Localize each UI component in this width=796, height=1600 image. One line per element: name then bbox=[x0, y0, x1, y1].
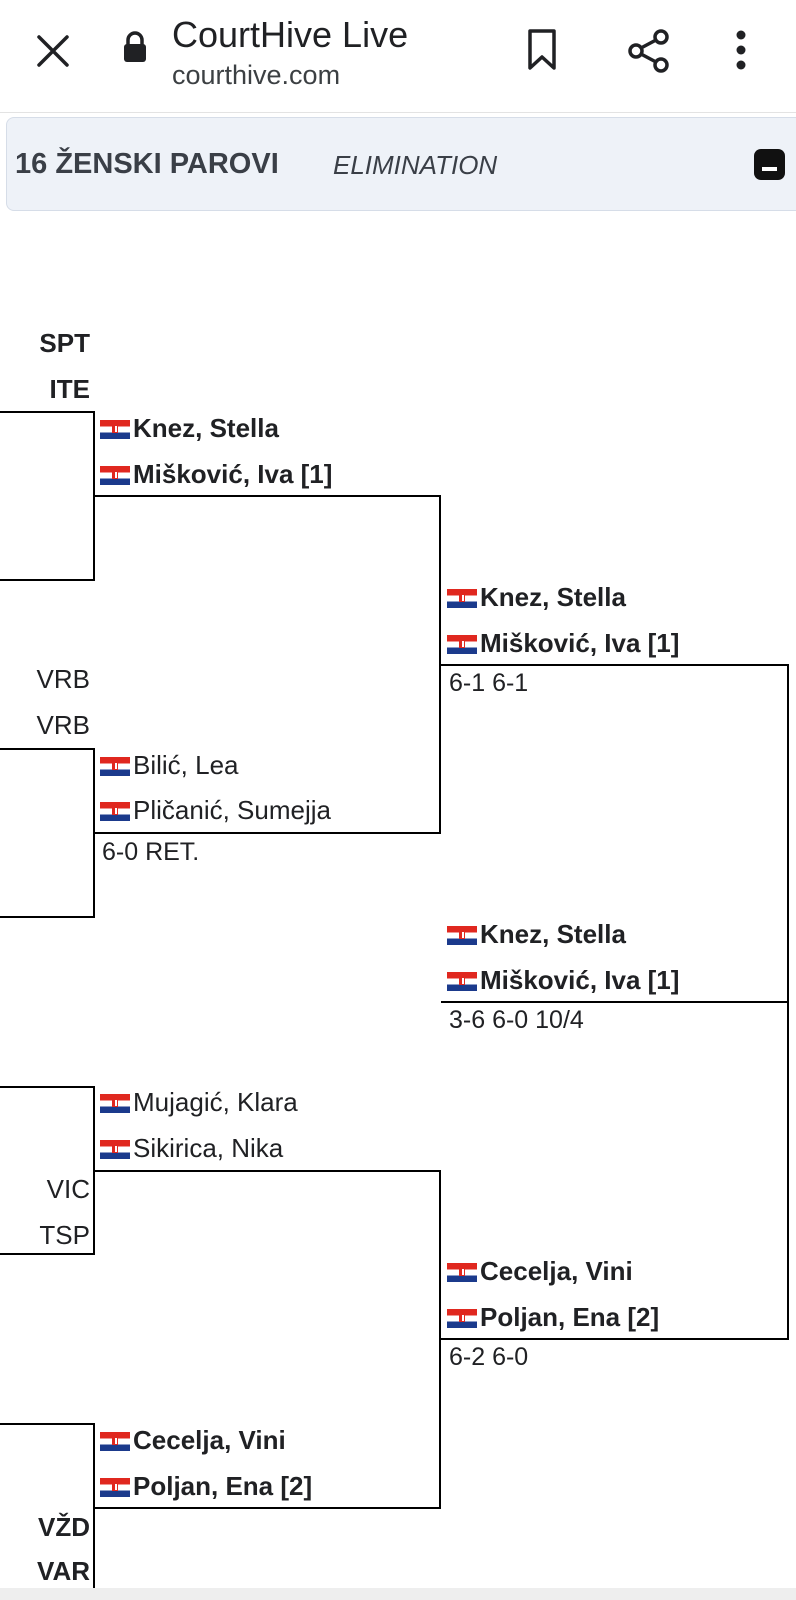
bracket-line bbox=[439, 1170, 441, 1509]
croatia-flag-icon bbox=[447, 926, 477, 945]
player-name: Mišković, Iva [1] bbox=[480, 965, 680, 995]
bracket-line bbox=[441, 1001, 789, 1003]
croatia-flag-icon bbox=[100, 1478, 130, 1497]
croatia-flag-icon bbox=[100, 802, 130, 821]
croatia-flag-icon bbox=[100, 757, 130, 776]
player-name: Knez, Stella bbox=[480, 582, 626, 612]
player-entry[interactable]: Mišković, Iva [1] bbox=[447, 628, 679, 658]
club-code: VŽD bbox=[38, 1512, 90, 1542]
player-entry[interactable]: Bilić, Lea bbox=[100, 750, 239, 780]
player-name: Mujagić, Klara bbox=[133, 1087, 298, 1117]
club-code: SPT bbox=[39, 328, 90, 358]
bracket-line bbox=[93, 832, 441, 834]
croatia-flag-icon bbox=[100, 1140, 130, 1159]
player-entry[interactable]: Knez, Stella bbox=[447, 582, 626, 612]
event-type: ELIMINATION bbox=[333, 150, 498, 180]
player-name: Knez, Stella bbox=[480, 919, 626, 949]
player-name: Sikirica, Nika bbox=[133, 1133, 284, 1163]
bracket-line bbox=[441, 664, 789, 666]
bracket-line bbox=[0, 1253, 95, 1255]
more-vertical-icon[interactable] bbox=[734, 30, 748, 70]
club-code: VAR bbox=[37, 1556, 90, 1586]
croatia-flag-icon bbox=[447, 972, 477, 991]
minimize-button[interactable] bbox=[754, 149, 785, 180]
bracket-line bbox=[0, 411, 95, 413]
bracket-line bbox=[441, 1338, 789, 1340]
bracket-line bbox=[439, 495, 441, 834]
page-title: CourtHive Live bbox=[172, 14, 409, 55]
croatia-flag-icon bbox=[100, 1094, 130, 1113]
player-name: Cecelja, Vini bbox=[480, 1256, 633, 1286]
bracket-line bbox=[0, 748, 95, 750]
match-score: 3-6 6-0 10/4 bbox=[449, 1006, 584, 1034]
player-entry[interactable]: Poljan, Ena [2] bbox=[447, 1302, 659, 1332]
match-score: 6-1 6-1 bbox=[449, 669, 529, 697]
croatia-flag-icon bbox=[447, 1309, 477, 1328]
browser-toolbar: CourtHive Live courthive.com bbox=[0, 0, 796, 113]
club-code: VIC bbox=[46, 1174, 90, 1204]
player-entry[interactable]: Knez, Stella bbox=[100, 413, 279, 443]
close-icon[interactable] bbox=[36, 34, 70, 68]
player-name: Cecelja, Vini bbox=[133, 1425, 286, 1455]
bracket-line bbox=[0, 1086, 95, 1088]
club-code: VRB bbox=[36, 664, 90, 694]
player-entry[interactable]: Knez, Stella bbox=[447, 919, 626, 949]
player-entry[interactable]: Mišković, Iva [1] bbox=[100, 459, 332, 489]
player-name: Pličanić, Sumejja bbox=[133, 795, 331, 825]
player-entry[interactable]: Cecelja, Vini bbox=[447, 1256, 633, 1286]
club-code: VRB bbox=[36, 710, 90, 740]
bracket-line bbox=[0, 579, 95, 581]
croatia-flag-icon bbox=[447, 1263, 477, 1282]
bracket-line bbox=[93, 495, 441, 497]
match-score: 6-0 RET. bbox=[102, 838, 200, 866]
club-code: TSP bbox=[39, 1220, 90, 1250]
player-entry[interactable]: Poljan, Ena [2] bbox=[100, 1471, 312, 1501]
croatia-flag-icon bbox=[447, 635, 477, 654]
player-entry[interactable]: Pličanić, Sumejja bbox=[100, 795, 331, 825]
player-name: Knez, Stella bbox=[133, 413, 279, 443]
player-name: Poljan, Ena [2] bbox=[480, 1302, 660, 1332]
player-entry[interactable]: Sikirica, Nika bbox=[100, 1133, 283, 1163]
croatia-flag-icon bbox=[100, 420, 130, 439]
lock-icon bbox=[124, 31, 146, 62]
bracket-line bbox=[93, 1507, 441, 1509]
bracket-line bbox=[93, 1423, 95, 1588]
event-title: 16 ŽENSKI PAROVI bbox=[15, 148, 279, 180]
share-icon[interactable] bbox=[627, 28, 671, 74]
croatia-flag-icon bbox=[100, 1432, 130, 1451]
player-name: Mišković, Iva [1] bbox=[133, 459, 333, 489]
event-header: 16 ŽENSKI PAROVI ELIMINATION bbox=[6, 117, 796, 211]
bracket-line bbox=[93, 1170, 441, 1172]
navigation-bar bbox=[0, 1588, 796, 1600]
croatia-flag-icon bbox=[447, 589, 477, 608]
player-entry[interactable]: Mišković, Iva [1] bbox=[447, 965, 679, 995]
bracket-line bbox=[0, 1423, 95, 1425]
player-name: Mišković, Iva [1] bbox=[480, 628, 680, 658]
player-name: Bilić, Lea bbox=[133, 750, 239, 780]
bracket-line bbox=[0, 916, 95, 918]
player-entry[interactable]: Mujagić, Klara bbox=[100, 1087, 298, 1117]
player-name: Poljan, Ena [2] bbox=[133, 1471, 313, 1501]
club-code: ITE bbox=[49, 374, 90, 404]
croatia-flag-icon bbox=[100, 466, 130, 485]
page-url[interactable]: courthive.com bbox=[172, 60, 341, 90]
player-entry[interactable]: Cecelja, Vini bbox=[100, 1425, 286, 1455]
match-score: 6-2 6-0 bbox=[449, 1343, 529, 1371]
bookmark-icon[interactable] bbox=[526, 28, 558, 72]
